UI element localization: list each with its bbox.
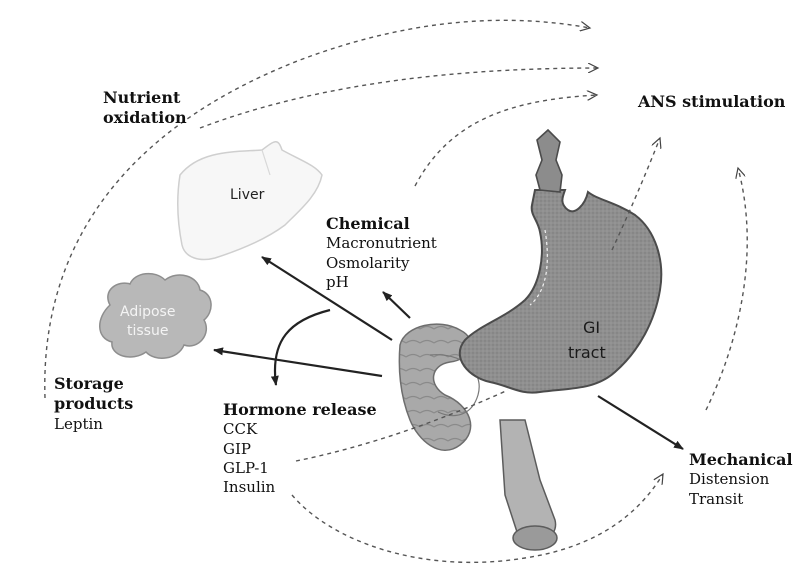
ans-stimulation-label: ANS stimulation xyxy=(638,92,785,112)
mechanical-heading: Mechanical xyxy=(689,450,793,470)
mechanical-item-distension: Distension xyxy=(689,470,793,489)
hormone-heading: Hormone release xyxy=(223,400,377,420)
chemical-item-ph: pH xyxy=(326,273,437,292)
arrow-gi-to-adipose xyxy=(214,350,382,376)
adipose-label-line2: tissue xyxy=(127,323,168,339)
adipose-tissue-shape: Adipose tissue xyxy=(100,274,211,359)
nutrient-oxidation-line2: oxidation xyxy=(103,108,187,128)
stomach-shape: GI tract xyxy=(460,130,662,393)
mechanical-item-transit: Transit xyxy=(689,490,793,509)
dashed-arrow-mechanical-to-ans xyxy=(706,168,747,410)
ans-stimulation-text: ANS stimulation xyxy=(638,92,785,112)
chemical-heading: Chemical xyxy=(326,214,437,234)
storage-item-leptin: Leptin xyxy=(54,415,133,434)
arrow-chemical-to-hormone xyxy=(275,310,330,385)
liver-shape: Liver xyxy=(178,142,322,260)
hormone-item-cck: CCK xyxy=(223,420,377,439)
chemical-item-macronutrient: Macronutrient xyxy=(326,234,437,253)
liver-label: Liver xyxy=(230,187,265,203)
chemical-label: Chemical Macronutrient Osmolarity pH xyxy=(326,214,437,292)
chemical-item-osmolarity: Osmolarity xyxy=(326,254,437,273)
adipose-label-line1: Adipose xyxy=(120,304,175,320)
nutrient-oxidation-label: Nutrient oxidation xyxy=(103,88,187,129)
dashed-arrow-chemical-to-ans xyxy=(415,95,597,186)
storage-products-label: Storage products Leptin xyxy=(54,374,133,434)
hormone-item-gip: GIP xyxy=(223,440,377,459)
hormone-release-label: Hormone release CCK GIP GLP-1 Insulin xyxy=(223,400,377,497)
storage-line1: Storage xyxy=(54,374,133,394)
hormone-item-insulin: Insulin xyxy=(223,478,377,497)
hormone-item-glp1: GLP-1 xyxy=(223,459,377,478)
mechanical-label: Mechanical Distension Transit xyxy=(689,450,793,509)
arrow-to-mechanical xyxy=(598,396,683,449)
gi-label-line1: GI xyxy=(583,318,600,337)
storage-line2: products xyxy=(54,394,133,414)
arrow-to-chemical xyxy=(383,292,410,318)
gi-label-line2: tract xyxy=(568,343,606,362)
nutrient-oxidation-line1: Nutrient xyxy=(103,88,187,108)
